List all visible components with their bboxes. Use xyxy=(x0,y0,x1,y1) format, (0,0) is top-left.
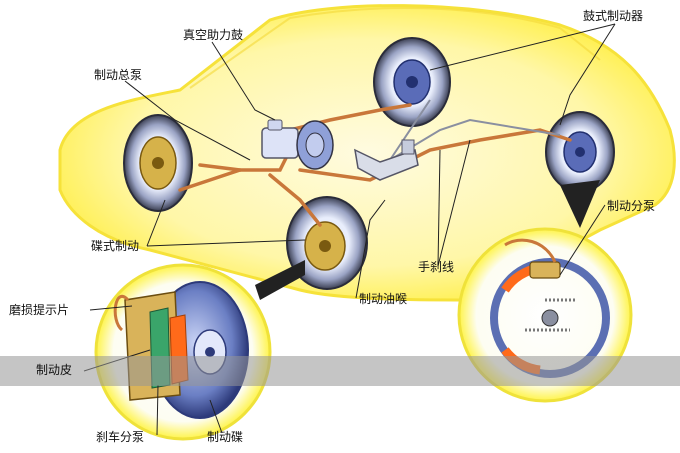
label-brake-hose: 制动油喉 xyxy=(359,292,408,306)
car-body xyxy=(58,4,676,302)
zoom-wedge-right xyxy=(560,180,600,228)
label-brake-disc: 制动碟 xyxy=(207,430,244,444)
zoom-wedge-left xyxy=(255,260,305,300)
handbrake-lever xyxy=(354,139,419,181)
handbrake-cables xyxy=(389,99,561,161)
label-vacuum-booster: 真空助力鼓 xyxy=(183,28,244,42)
label-master-cylinder: 制动总泵 xyxy=(94,68,143,82)
label-brake-pad: 制动皮 xyxy=(36,363,73,377)
wheel-front-left xyxy=(123,114,193,212)
label-caliper: 刹车分泵 xyxy=(96,430,145,444)
zoom-disc-brake xyxy=(94,263,272,441)
gray-band-overlay xyxy=(0,356,680,386)
wheel-rear-right xyxy=(545,111,615,193)
label-brake-subpump: 制动分泵 xyxy=(607,199,656,213)
label-handbrake-cable: 手刹线 xyxy=(418,260,455,274)
leader-lines xyxy=(124,23,616,299)
label-drum-brake: 鼓式制动器 xyxy=(583,9,644,23)
wheel-rear-top xyxy=(373,37,451,127)
wheel-front-right xyxy=(286,196,368,290)
car-window-line xyxy=(189,6,601,89)
label-wear-indicator: 磨损提示片 xyxy=(9,303,70,317)
label-disc-brake: 碟式制动 xyxy=(91,239,140,253)
